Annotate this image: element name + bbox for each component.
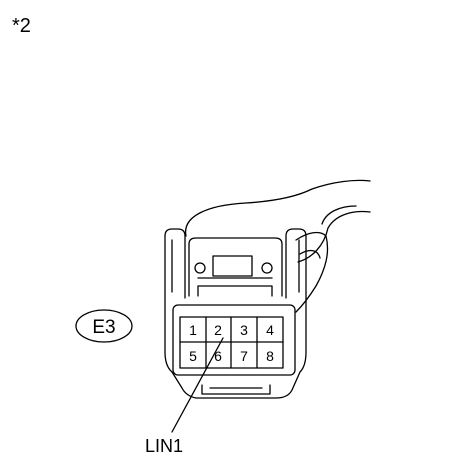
pin-grid	[179, 316, 284, 369]
connector-id-oval	[75, 309, 133, 343]
cable-boot-inner	[299, 249, 321, 259]
terminal-frame	[172, 304, 296, 376]
pin-number-4: 4	[266, 322, 274, 338]
callout-label-lin1: LIN1	[145, 436, 183, 456]
cable-boot	[295, 231, 329, 313]
pin-number-6: 6	[214, 348, 222, 364]
left-latch	[164, 228, 186, 299]
lock-tab	[212, 255, 253, 277]
lock-pin-right	[261, 262, 273, 274]
pin-number-5: 5	[189, 348, 197, 364]
bottom-rail	[201, 384, 271, 395]
connector-id-label: E3	[92, 317, 115, 338]
callout-leader-line	[171, 337, 224, 433]
wire-harness	[185, 179, 371, 237]
note-mark: *2	[12, 15, 31, 37]
lock-step	[197, 285, 273, 297]
pin-number-8: 8	[266, 348, 274, 364]
lock-body	[188, 237, 283, 297]
pin-number-7: 7	[240, 348, 248, 364]
connector-housing	[164, 235, 307, 399]
pin-number-1: 1	[189, 322, 197, 338]
lock-pin-left	[194, 262, 206, 274]
pin-number-2: 2	[214, 322, 222, 338]
wire-harness-edge	[321, 205, 357, 225]
wire-harness-lower	[297, 210, 371, 263]
right-latch	[285, 228, 307, 299]
pin-number-3: 3	[240, 322, 248, 338]
